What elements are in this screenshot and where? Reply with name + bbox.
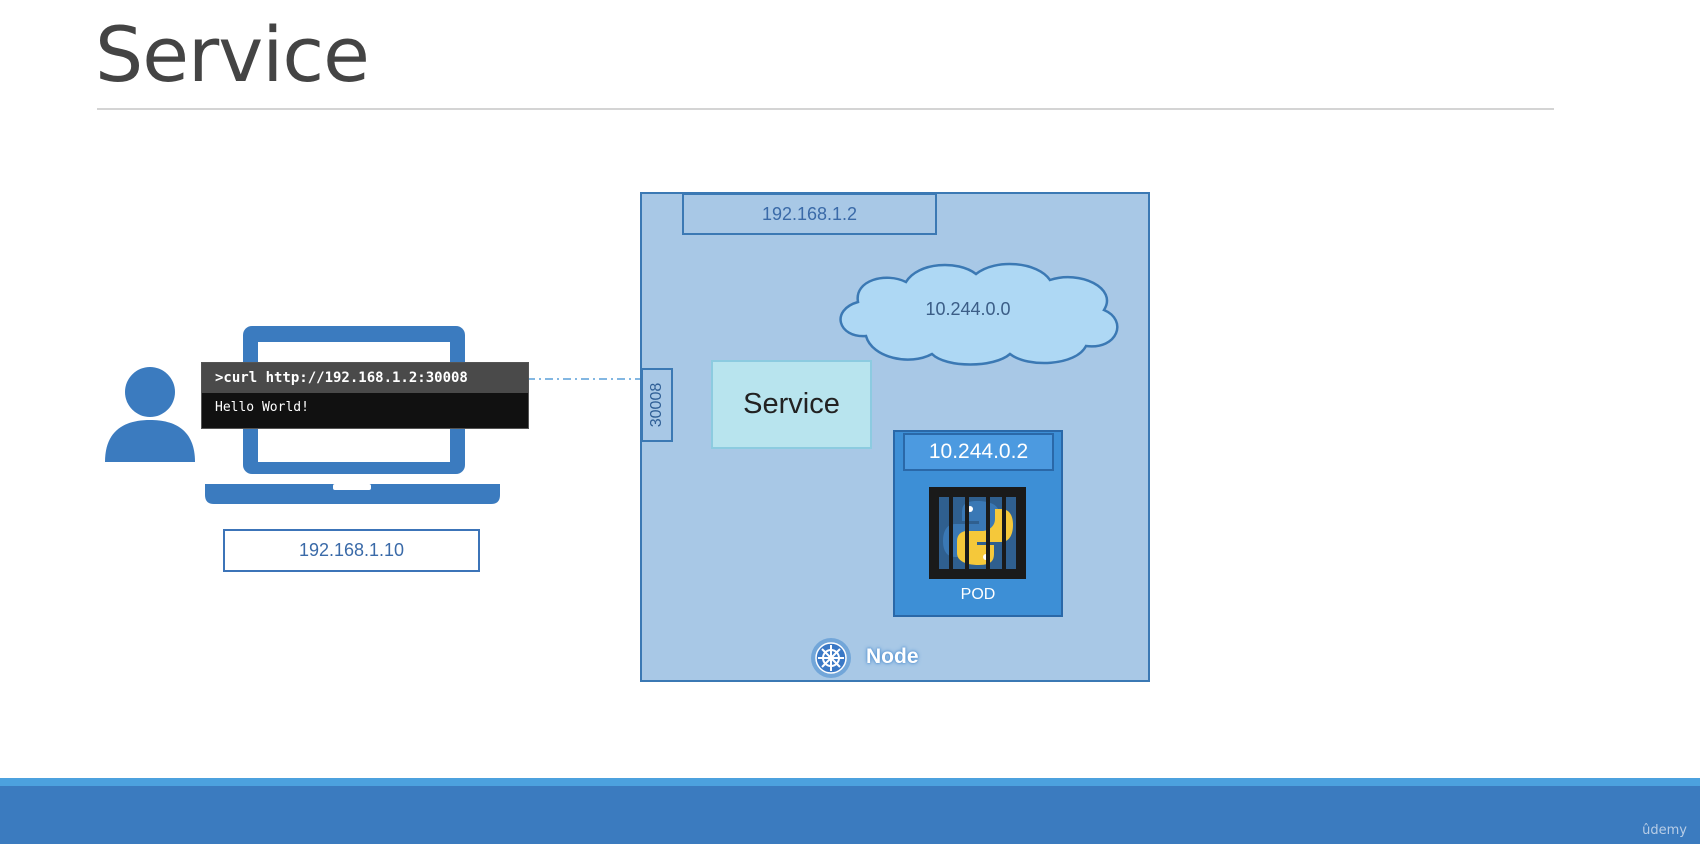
network-cidr-label: 10.244.0.0 bbox=[925, 299, 1011, 319]
service-label: Service bbox=[743, 388, 840, 420]
slide-title: Service bbox=[95, 10, 370, 99]
person-icon bbox=[105, 367, 195, 462]
cloud-network-icon bbox=[839, 262, 1119, 366]
node-label: Node bbox=[866, 645, 919, 668]
title-divider bbox=[97, 108, 1554, 110]
pod-label: POD bbox=[960, 586, 996, 603]
nodeport-label: 30008 bbox=[648, 382, 665, 428]
client-ip-label: 192.168.1.10 bbox=[298, 540, 405, 560]
node-ip-box: 192.168.1.2 bbox=[682, 193, 937, 235]
node-ip-label: 192.168.1.2 bbox=[761, 203, 858, 224]
pod-ip-box: 10.244.0.2 bbox=[903, 433, 1054, 471]
python-container-icon bbox=[929, 487, 1026, 579]
client-ip-box: 192.168.1.10 bbox=[223, 529, 480, 572]
terminal-output: Hello World! bbox=[215, 400, 309, 415]
service-box: Service bbox=[711, 360, 872, 449]
pod-ip-label: 10.244.0.2 bbox=[928, 440, 1029, 463]
terminal-window: >curl http://192.168.1.2:30008 Hello Wor… bbox=[201, 362, 529, 429]
nodeport-box: 30008 bbox=[641, 368, 673, 442]
footer-accent-stripe bbox=[0, 778, 1700, 786]
udemy-watermark: ûdemy bbox=[1642, 823, 1687, 838]
footer-bar bbox=[0, 786, 1700, 844]
terminal-command: >curl http://192.168.1.2:30008 bbox=[202, 363, 528, 393]
kubernetes-helm-icon bbox=[811, 638, 851, 678]
